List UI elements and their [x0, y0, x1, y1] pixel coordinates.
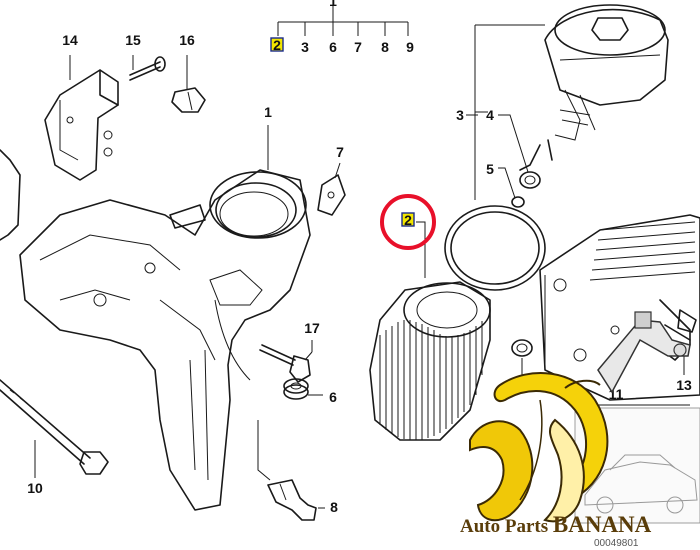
callout-3-top: 3 [301, 39, 309, 55]
callout-3: 3 [456, 107, 464, 123]
callout-2-top: 2 [273, 37, 281, 53]
oring-part-12 [511, 339, 533, 357]
bolt-part-10 [0, 379, 109, 475]
filter-cap-part-3 [519, 4, 669, 171]
drawing-code: 00049801 [594, 538, 639, 549]
callout-6-top: 6 [329, 39, 337, 55]
sensor-part-8 [267, 479, 317, 521]
oring-part-5 [511, 196, 525, 208]
bracket-part-14 [44, 69, 119, 181]
callout-1: 1 [264, 104, 272, 120]
bolt-part-13 [664, 309, 697, 341]
grommet-part-6 [283, 378, 309, 400]
brand-part-2: BANANA [553, 512, 652, 537]
oil-cooler-part-11 [539, 214, 700, 401]
clip-part-16 [171, 87, 206, 113]
callout-6: 6 [329, 389, 337, 405]
callout-7: 7 [336, 144, 344, 160]
left-edge-fragment [0, 149, 21, 241]
brand-part-1: Auto Parts [460, 516, 553, 537]
housing-part-1 [19, 169, 311, 511]
callout-1-top: 1 [329, 0, 337, 9]
callout-2-box-mid [401, 212, 415, 227]
banana-logo [469, 311, 691, 523]
top-callout-group: 1 2 3 6 7 8 9 [270, 0, 414, 55]
callout-8-top: 8 [381, 39, 389, 55]
bolt-part-17 [259, 344, 311, 383]
callout-8: 8 [330, 499, 338, 515]
callout-5: 5 [486, 161, 494, 177]
callout-9-top: 9 [406, 39, 414, 55]
filter-element-part-2 [369, 281, 491, 441]
gasket-ring [444, 205, 546, 291]
part-7 [317, 174, 346, 216]
callout-2: 2 [404, 212, 412, 228]
bolt-part-15 [129, 56, 166, 81]
callout-16: 16 [179, 32, 195, 48]
brand-wordmark: Auto Parts BANANA 00049801 [460, 512, 652, 549]
oring-part-4 [519, 171, 541, 189]
callout-2-box [270, 37, 284, 52]
callout-13: 13 [676, 377, 692, 393]
callout-10: 10 [27, 480, 43, 496]
callout-7-top: 7 [354, 39, 362, 55]
callout-15: 15 [125, 32, 141, 48]
callout-4: 4 [486, 107, 494, 123]
svg-text:Auto Parts BANANA: Auto Parts BANANA [460, 512, 652, 537]
callout-17: 17 [304, 320, 320, 336]
callout-14: 14 [62, 32, 78, 48]
highlight-circle [380, 194, 436, 250]
